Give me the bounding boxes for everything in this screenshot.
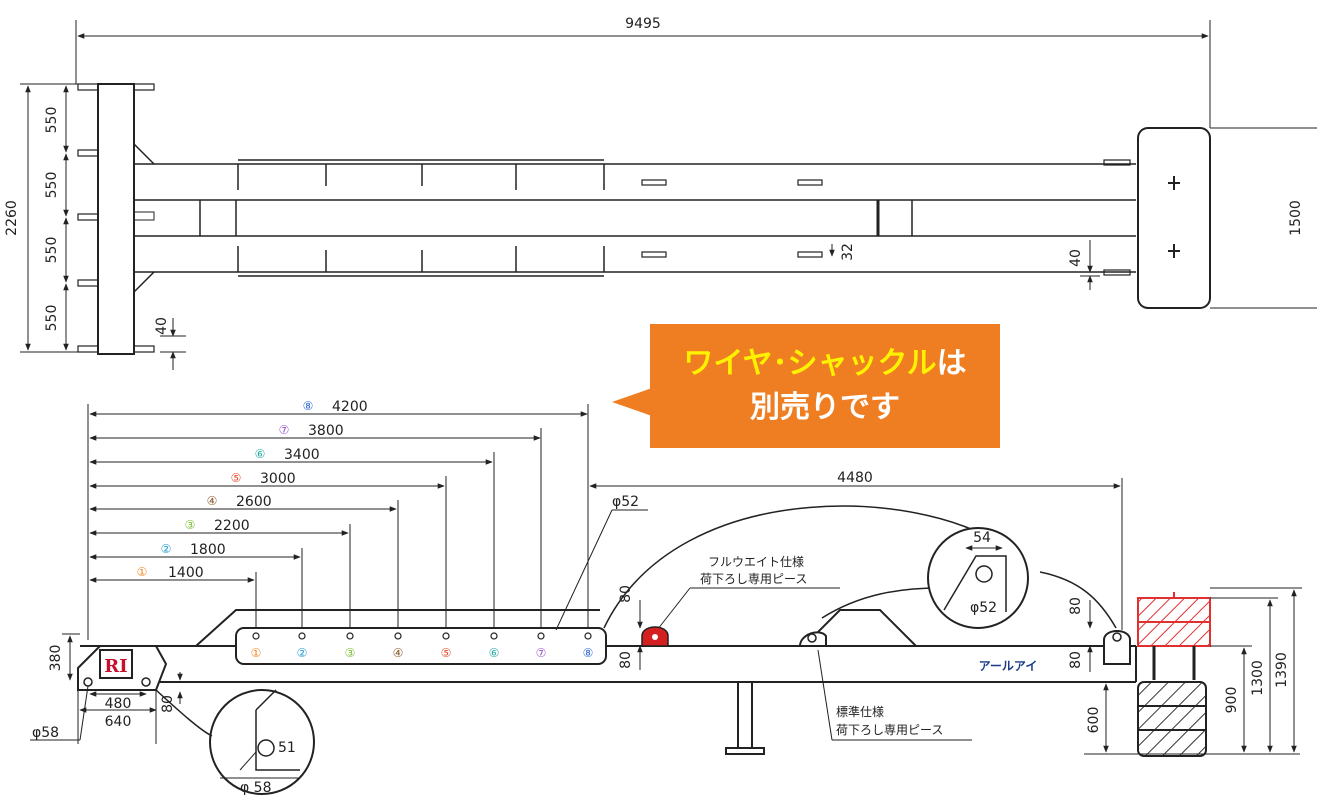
pos-dist-label-3: 2200: [214, 518, 250, 534]
right-gap-label: 40: [1068, 249, 1084, 267]
dim-640: 640: [105, 714, 132, 730]
ri-logo-text: RI: [104, 656, 127, 677]
hole-number-3: ③: [345, 646, 356, 660]
position-holes: [252, 632, 592, 640]
dim-600: 600: [1086, 707, 1102, 734]
dim-380: 380: [48, 645, 64, 672]
hole-number-2: ②: [297, 646, 308, 660]
pos-num-label-5: ⑤: [231, 471, 242, 485]
hole-number-6: ⑥: [489, 646, 500, 660]
spacing-label-3: 550: [44, 237, 60, 264]
lug-label: 32: [840, 243, 856, 261]
phi58-label: φ58: [32, 725, 59, 741]
callout-pointer: [612, 388, 652, 416]
dim-1300: 1300: [1250, 660, 1266, 696]
pos-num-label-4: ④: [207, 494, 218, 508]
dim-1390: 1390: [1274, 652, 1290, 688]
dim-80-left: 80: [160, 695, 176, 713]
standard-note-line1: 標準仕様: [836, 704, 884, 719]
brand-text: アールアイ: [979, 659, 1038, 673]
ri-logo: [99, 649, 133, 679]
pos-dist-label-5: 3000: [260, 471, 296, 487]
accessory-callout: ワイヤ･シャックルは 別売りです: [650, 324, 1000, 448]
callout-highlight: ワイヤ･シャックル: [683, 346, 937, 381]
top-view: [20, 20, 1317, 370]
hole-number-5: ⑤: [441, 646, 452, 660]
dim-480: 480: [105, 696, 132, 712]
dim-80-a: 80: [618, 585, 634, 603]
pos-dist-label-2: 1800: [190, 542, 226, 558]
dim-4480: 4480: [837, 470, 873, 486]
pos-num-label-7: ⑦: [279, 423, 290, 437]
right-width-label: 1500: [1288, 200, 1304, 236]
pos-dist-label-1: 1400: [168, 565, 204, 581]
phi52-label: φ52: [612, 494, 639, 510]
pos-dist-label-4: 2600: [236, 494, 272, 510]
hole-number-1: ①: [251, 646, 262, 660]
detail-right-54: 54: [973, 530, 991, 546]
spacing-label-1: 550: [44, 107, 60, 134]
side-view: [30, 404, 1302, 795]
fullweight-note-line1: フルウエイト仕様: [708, 555, 804, 569]
dim-80-b: 80: [618, 651, 634, 669]
pos-num-label-6: ⑥: [255, 447, 266, 461]
pos-dist-label-6: 3400: [284, 447, 320, 463]
detail-right-phi52: φ52: [970, 600, 997, 616]
dim-80-d: 80: [1068, 651, 1084, 669]
pos-num-label-1: ①: [137, 565, 148, 579]
pos-num-label-2: ②: [161, 542, 172, 556]
detail-left-51: 51: [278, 740, 296, 756]
hole-number-7: ⑦: [536, 646, 547, 660]
detail-left-phi58: φ 58: [240, 780, 272, 796]
overall-length-label: 9495: [625, 16, 661, 32]
fullweight-note-line2: 荷下ろし専用ピース: [700, 572, 807, 586]
overall-width-label: 2260: [4, 200, 20, 236]
callout-line1: ワイヤ･シャックルは: [650, 342, 1000, 386]
spacing-label-2: 550: [44, 172, 60, 199]
callout-line2: 別売りです: [750, 390, 900, 425]
pos-dist-label-7: 3800: [308, 423, 344, 439]
spacing-label-4: 550: [44, 305, 60, 332]
dim-900: 900: [1224, 687, 1240, 714]
standard-note-line2: 荷下ろし専用ピース: [836, 723, 943, 737]
callout-suffix: は: [936, 346, 967, 381]
left-gap-label: 40: [154, 317, 170, 335]
pos-dist-label-8: 4200: [332, 399, 368, 415]
dim-80-c: 80: [1068, 597, 1084, 615]
hole-number-8: ⑧: [583, 646, 594, 660]
hole-number-4: ④: [393, 646, 404, 660]
pos-num-label-3: ③: [185, 518, 196, 532]
pos-num-label-8: ⑧: [303, 399, 314, 413]
